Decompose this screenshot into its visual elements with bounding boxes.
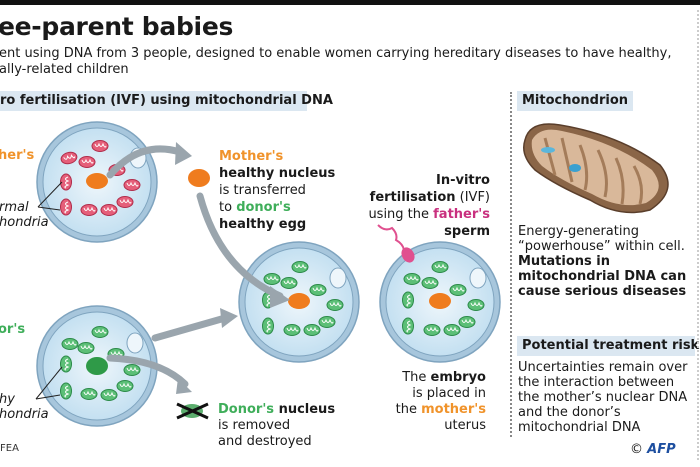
credit-text: FEA: [0, 443, 19, 454]
mitochondrion-description: Energy-generating “powerhouse” within ce…: [518, 224, 687, 299]
top-bar: [0, 0, 700, 5]
page-title: ee-parent babies: [0, 12, 234, 41]
risk-section-header: Potential treatment risk: [517, 336, 699, 356]
afp-logo: AFP: [647, 442, 676, 457]
risk-description: Uncertainties remain over the interactio…: [518, 360, 688, 435]
embryo-step-text: The embryo is placed in the mother's ute…: [395, 370, 486, 433]
arrowheads: [175, 142, 290, 394]
donor-egg-label: or's: [0, 322, 26, 337]
mother-mito-label: rmal hondria: [0, 200, 49, 230]
column-divider: [510, 92, 512, 437]
transfer-step-text: Mother's healthy nucleus is transferred …: [219, 149, 336, 232]
mitochondrion-illustration: [523, 123, 669, 214]
sperm-icon: [377, 224, 415, 263]
right-edge-divider: [697, 10, 699, 460]
ivf-section-header: ro fertilisation (IVF) using mitochondri…: [0, 91, 333, 111]
mitochondrion-section-header: Mitochondrion: [517, 91, 634, 111]
mother-egg: [36, 121, 158, 243]
ivf-step-text: In-vitro fertilisation (IVF) using the f…: [368, 173, 490, 239]
transferred-nucleus-icon: [188, 169, 210, 187]
mother-egg-label: her's: [0, 148, 35, 163]
reconstructed-egg: [238, 241, 360, 363]
donor-egg: [36, 305, 158, 427]
subtitle-line-2: ally-related children: [0, 62, 129, 77]
embryo-egg: [379, 241, 501, 363]
copyright-symbol: ©: [630, 442, 643, 457]
subtitle: ent using DNA from 3 people, designed to…: [0, 46, 671, 78]
arrows: [106, 145, 284, 388]
donor-mito-label: hy hondria: [0, 392, 49, 422]
afp-copyright: © AFP: [630, 442, 676, 457]
destroy-step-text: Donor's nucleus is removed and destroyed: [218, 402, 336, 449]
destroyed-nucleus-icon: [176, 402, 209, 420]
subtitle-line-1: ent using DNA from 3 people, designed to…: [0, 46, 672, 61]
